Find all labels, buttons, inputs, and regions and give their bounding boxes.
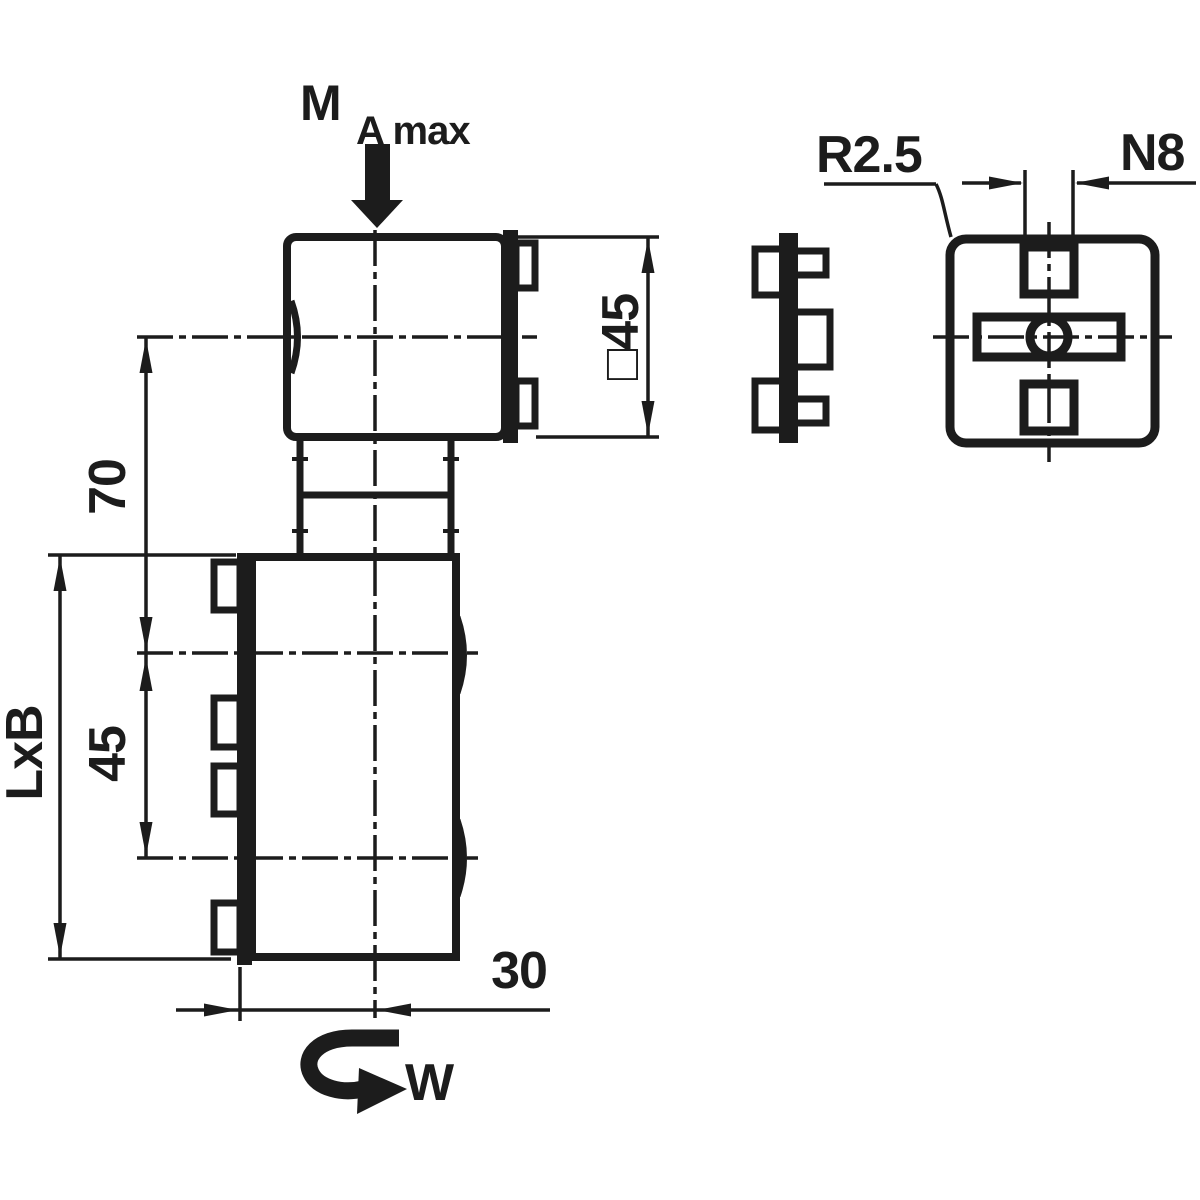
lower-block	[210, 553, 467, 965]
surface-finish-label: N8	[1120, 124, 1185, 182]
arrow-up-icon	[139, 339, 153, 373]
dimension-70-45: 70 45	[79, 337, 153, 858]
side-view	[751, 233, 834, 443]
surface-finish-dimension: N8	[962, 124, 1196, 244]
rotation-arrow-icon	[300, 1029, 399, 1100]
lxb-label: LxB	[0, 705, 54, 800]
upper-plate-tab-top	[512, 239, 539, 292]
arrow-down-icon	[53, 923, 67, 957]
arrow-right-icon	[989, 176, 1023, 190]
square45-label: □45	[592, 294, 650, 380]
radius-label: R2.5	[816, 126, 922, 184]
rotation-arrow-head	[357, 1068, 407, 1114]
arrow-right-icon	[204, 1003, 238, 1017]
end-view: R2.5 N8	[816, 124, 1196, 462]
rotation-symbol: W	[300, 1029, 456, 1114]
lower-plate-tab-1	[210, 558, 244, 614]
arrow-left-icon	[1075, 176, 1109, 190]
dimension-square45: □45	[512, 235, 659, 439]
side-tab-top-right	[790, 247, 830, 279]
arrow-down-icon	[139, 822, 153, 856]
arrow-down-icon	[139, 617, 153, 651]
dimension-lxb: LxB	[0, 553, 236, 961]
leader-curve	[934, 183, 953, 238]
torque-arrow-icon	[351, 144, 403, 228]
lower-mounting-plate	[237, 553, 252, 965]
lower-plate-tab-4	[210, 899, 244, 956]
dim30-label: 30	[491, 942, 547, 1000]
side-plate-bar	[779, 233, 798, 443]
dim45-label: 45	[79, 726, 137, 782]
arrow-up-icon	[139, 657, 153, 691]
radius-callout: R2.5	[816, 126, 953, 238]
rotation-label: W	[405, 1054, 455, 1112]
front-view: M A max	[0, 75, 659, 1114]
side-tab-bottom-right	[790, 395, 830, 427]
lower-block-right-boss-arc-top	[453, 615, 467, 695]
neck-shaft	[292, 437, 459, 557]
dimension-30: 30	[176, 942, 550, 1021]
torque-arrow-head	[351, 200, 403, 228]
arrow-up-icon	[53, 557, 67, 591]
dim70-label: 70	[79, 459, 137, 515]
upper-block	[283, 230, 539, 443]
lower-block-right-boss-arc-bottom	[453, 818, 467, 898]
lower-plate-tab-3	[210, 762, 244, 818]
upper-block-left-boss-arc	[287, 299, 301, 375]
torque-arrow-shaft	[365, 144, 390, 202]
arrow-left-icon	[377, 1003, 411, 1017]
side-tab-bottom-left	[751, 377, 787, 434]
lower-plate-tab-2	[210, 694, 244, 751]
upper-plate-tab-bottom	[512, 377, 539, 430]
side-tab-middle-right	[790, 308, 834, 371]
torque-label: M	[300, 75, 341, 131]
arrow-down-icon	[641, 401, 655, 435]
lower-block-body	[248, 553, 460, 961]
arrow-up-icon	[641, 239, 655, 273]
side-tab-top-left	[751, 245, 787, 299]
